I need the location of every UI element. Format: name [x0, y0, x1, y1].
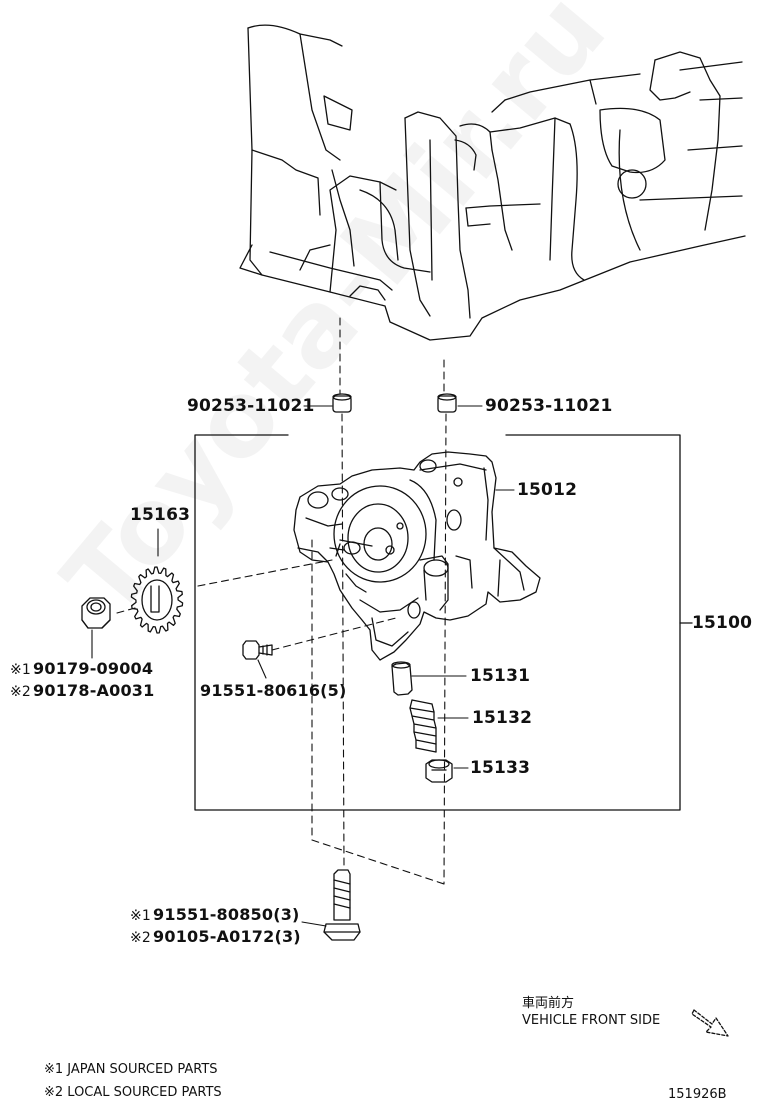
direction-english: VEHICLE FRONT SIDE: [522, 1013, 661, 1028]
mark-local: ※2: [10, 684, 32, 700]
sprocket-drawing: [130, 566, 184, 634]
label-bushing-right: 90253-11021: [485, 396, 613, 416]
figure-id: 151926B: [668, 1087, 727, 1102]
label-pump-body: 15012: [517, 480, 578, 500]
valve-drawing: [391, 661, 413, 696]
label-spring: 15132: [472, 708, 533, 728]
front-direction-arrow: [691, 1009, 729, 1037]
label-bushing-left: 90253-11021: [187, 396, 315, 416]
direction-japanese: 車両前方: [522, 996, 575, 1011]
label-sprocket: 15163: [130, 505, 191, 525]
label-assembly: 15100: [692, 613, 753, 633]
nut-local-number: 90178-A0031: [33, 681, 155, 700]
label-plug: 15133: [470, 758, 531, 778]
mark-japan-bolt: ※1: [130, 908, 152, 924]
bushing-left-drawing: [332, 393, 352, 413]
label-valve: 15131: [470, 666, 531, 686]
nut-japan-number: 90179-09004: [33, 659, 154, 678]
long-bolt-japan-number: 91551-80850(3): [153, 905, 300, 924]
label-small-bolt: 91551-80616(5): [200, 681, 347, 700]
plug-drawing: [425, 759, 453, 783]
long-bolt-local-number: 90105-A0172(3): [153, 927, 301, 946]
footnote-local: ※2 LOCAL SOURCED PARTS: [44, 1085, 222, 1100]
bushing-right-drawing: [437, 393, 457, 413]
long-bolt-drawing: [323, 869, 361, 941]
engine-block-drawing: [239, 24, 746, 341]
oil-pump-drawing: [293, 451, 541, 661]
small-bolt-drawing: [242, 640, 273, 660]
footnote-japan: ※1 JAPAN SOURCED PARTS: [44, 1062, 218, 1077]
assembly-frame: [194, 434, 681, 811]
nut-drawing: [81, 597, 111, 629]
spring-drawing: [409, 699, 437, 753]
mark-local-bolt: ※2: [130, 930, 152, 946]
mark-japan: ※1: [10, 662, 32, 678]
